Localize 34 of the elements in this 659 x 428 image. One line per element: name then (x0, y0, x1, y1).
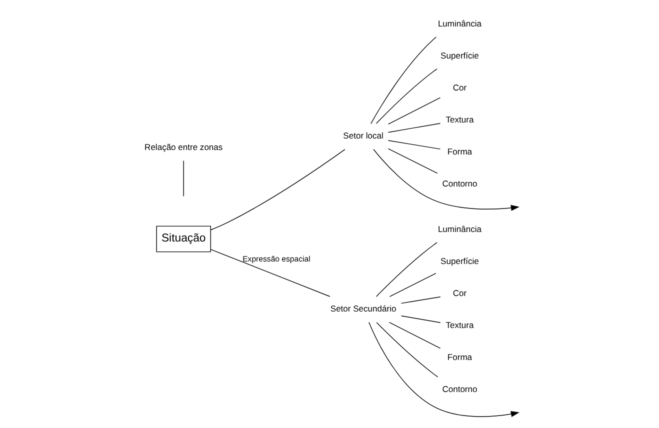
node-text: Textura (446, 114, 474, 124)
node-text: Cor (452, 82, 467, 92)
connector (376, 322, 438, 378)
node-text: Superfície (440, 50, 479, 60)
connector (388, 97, 441, 125)
connector (400, 296, 441, 304)
connector (370, 36, 437, 124)
node-text: Forma (447, 352, 472, 362)
connector (389, 273, 436, 297)
node-box: Situação (156, 226, 211, 252)
node-text: Relação entre zonas (144, 142, 223, 152)
connector (210, 249, 330, 297)
connector (388, 123, 441, 133)
arrow (368, 322, 520, 417)
node-text: Setor Secundário (330, 304, 396, 314)
connector (376, 68, 438, 124)
connector (388, 148, 438, 174)
node-text: Luminância (438, 18, 482, 28)
connector (210, 149, 346, 230)
connector (400, 316, 441, 323)
node-text: Setor local (343, 130, 384, 141)
node-text: Forma (447, 146, 472, 156)
edge-label: Expressão espacial (242, 254, 310, 264)
node-text: Contorno (442, 384, 478, 394)
node-text: Contorno (442, 178, 478, 188)
connector (388, 140, 441, 150)
node-text: Superfície (440, 256, 479, 266)
node-text: Textura (446, 320, 474, 330)
node-text: Luminância (438, 224, 482, 234)
connector (376, 242, 438, 297)
node-text: Cor (452, 288, 467, 298)
arrow (373, 149, 520, 211)
connector (183, 160, 184, 197)
connector (388, 322, 441, 349)
